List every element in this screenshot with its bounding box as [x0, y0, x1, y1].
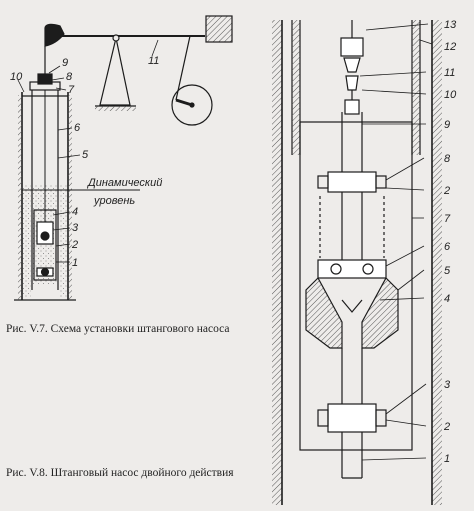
samson-post [99, 37, 131, 106]
label-9: 9 [62, 57, 68, 69]
label-4r: 4 [444, 293, 450, 305]
left-leaders [17, 39, 159, 263]
right-labels: 13 12 11 10 9 8 2 7 6 5 4 3 2 1 [443, 19, 457, 465]
label-2r-upper: 2 [443, 185, 450, 197]
label-2: 2 [71, 239, 78, 251]
label-11: 11 [148, 55, 159, 67]
label-6r: 6 [444, 241, 451, 253]
crank-wheel [171, 84, 213, 126]
label-8r: 8 [444, 153, 451, 165]
dynamic-level-line2: уровень [93, 195, 135, 207]
left-labels: 9 8 7 10 6 5 4 3 2 1 11 Динамический уро… [10, 55, 162, 269]
horsehead [44, 23, 65, 47]
right-leaders [359, 23, 433, 461]
caption-fig-v7: Рис. V.7. Схема установки штангового нас… [6, 323, 230, 335]
label-3r: 3 [444, 379, 451, 391]
double-action-pump [272, 20, 442, 505]
counterweight [205, 15, 233, 43]
pitman-rod [175, 35, 191, 101]
label-2r-lower: 2 [443, 421, 450, 433]
label-10: 10 [10, 71, 23, 83]
label-12: 12 [444, 41, 456, 53]
pump-outer-barrel [299, 121, 413, 451]
label-3: 3 [72, 222, 79, 234]
label-1: 1 [72, 257, 78, 269]
pump-barrel [33, 209, 57, 281]
dynamic-level-line1: Динамический [86, 177, 162, 189]
label-7: 7 [68, 84, 75, 96]
label-5r: 5 [444, 265, 451, 277]
label-11r: 11 [444, 67, 455, 79]
label-5: 5 [82, 149, 89, 161]
caption-fig-v8: Рис. V.8. Штанговый насос двойного дейст… [6, 467, 234, 479]
label-1r: 1 [444, 453, 450, 465]
label-9r: 9 [444, 119, 450, 131]
label-8: 8 [66, 71, 73, 83]
label-6: 6 [74, 122, 81, 134]
pumping-unit-scheme [14, 15, 233, 301]
label-10r: 10 [444, 89, 457, 101]
label-13: 13 [444, 19, 457, 31]
label-4: 4 [72, 206, 78, 218]
label-7r: 7 [444, 213, 451, 225]
